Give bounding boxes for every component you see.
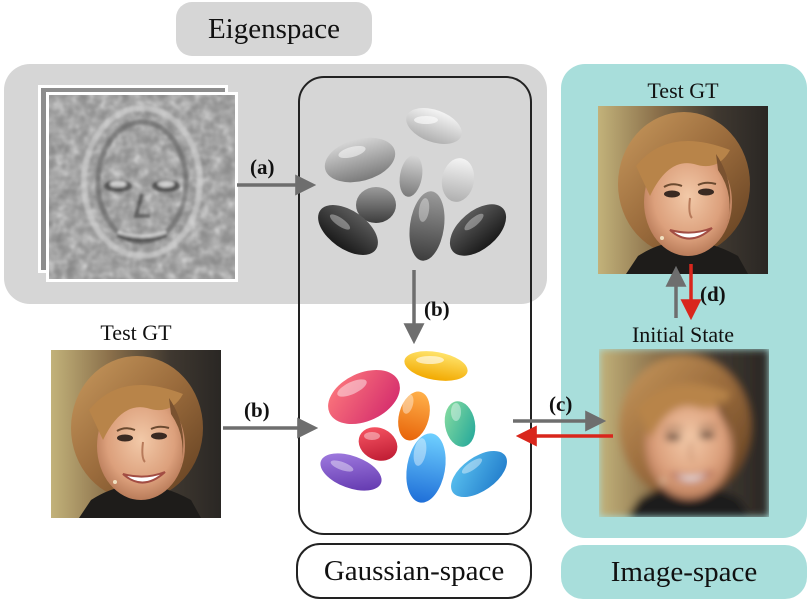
gaussian-space-label: Gaussian-space bbox=[323, 554, 505, 587]
test-gt-label-right: Test GT bbox=[647, 78, 719, 103]
initial-state-photo bbox=[599, 349, 769, 517]
test-gt-photo-left bbox=[51, 350, 221, 518]
gray-gaussians bbox=[318, 107, 507, 261]
gaussian-space-label-pill bbox=[296, 543, 532, 599]
arrow-c-label: (c) bbox=[549, 392, 573, 416]
initial-state-label: Initial State bbox=[631, 322, 735, 347]
arrow-a-label: (a) bbox=[250, 155, 275, 179]
eigenspace-label: Eigenspace bbox=[207, 12, 341, 45]
test-gt-photo-right bbox=[598, 106, 768, 274]
image-space-label: Image-space bbox=[610, 555, 758, 588]
test-gt-label-left: Test GT bbox=[100, 320, 172, 345]
colored-gaussians bbox=[320, 351, 507, 503]
image-space-label-pill bbox=[561, 545, 807, 599]
arrow-b-left-label: (b) bbox=[244, 398, 270, 422]
eigenface-stack bbox=[38, 85, 238, 282]
gaussian-space-panel bbox=[298, 76, 532, 535]
arrow-b-top-label: (b) bbox=[424, 297, 450, 321]
arrow-d-label: (d) bbox=[700, 282, 726, 306]
eigenspace-label-pill bbox=[176, 2, 372, 56]
